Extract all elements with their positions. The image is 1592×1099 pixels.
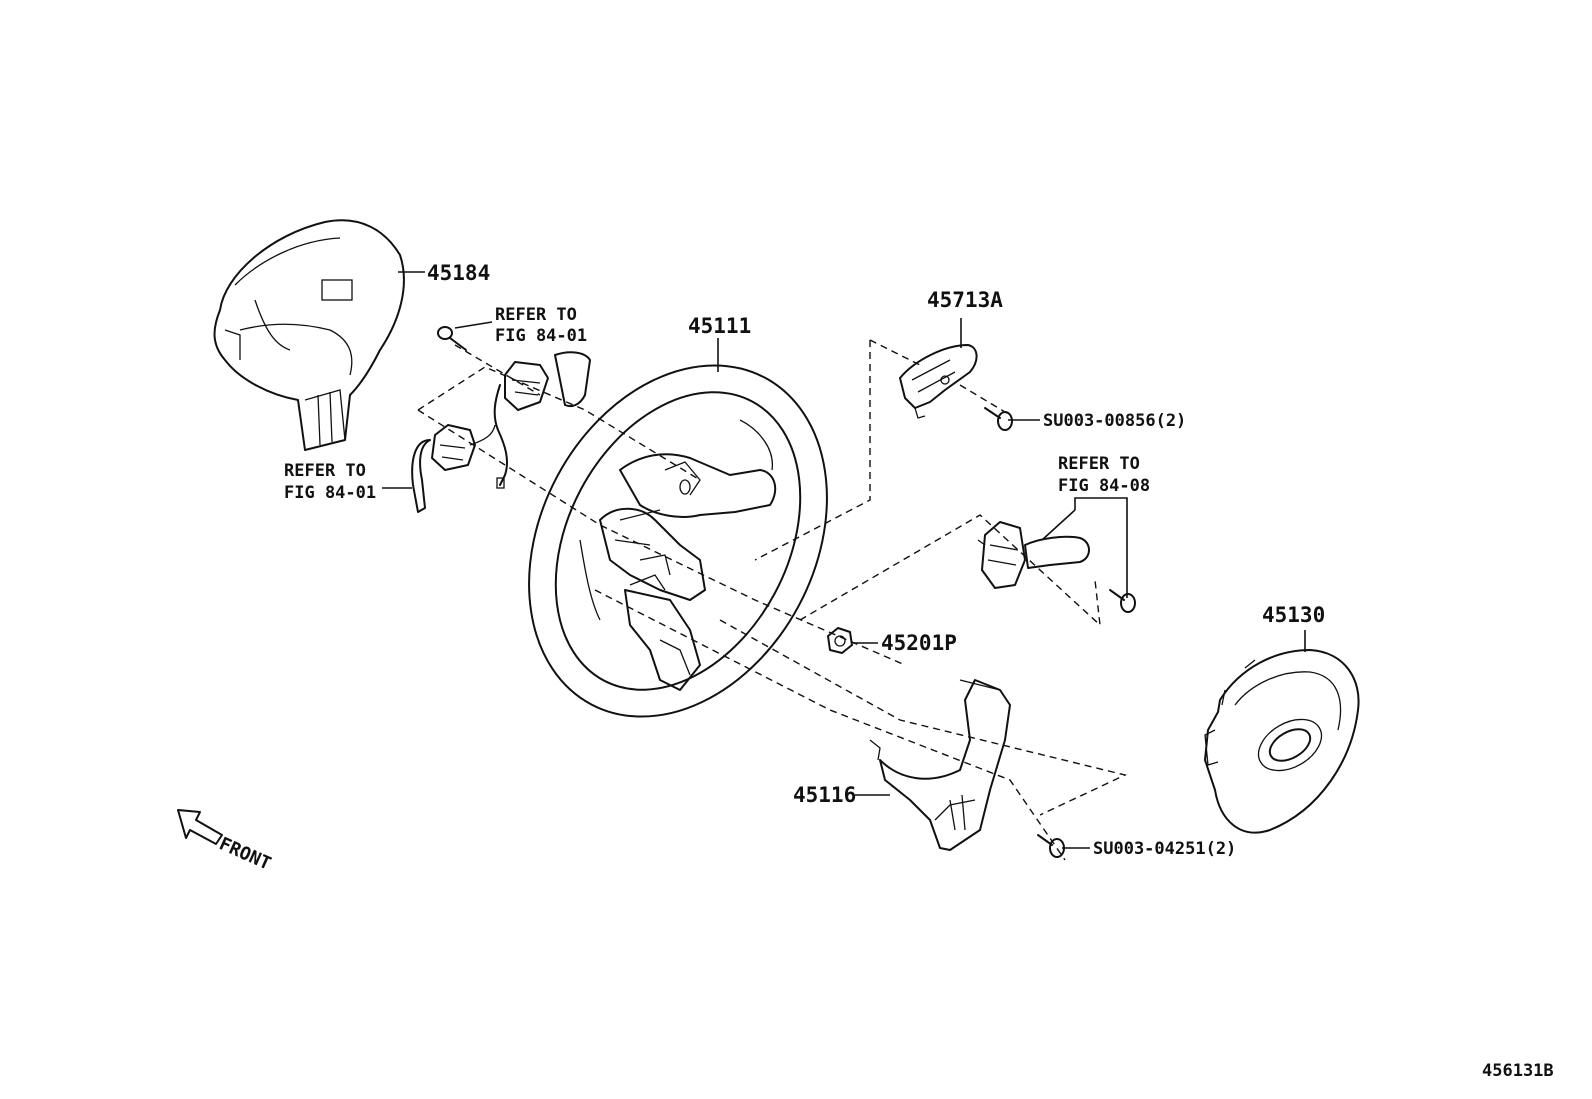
front-direction-label: FRONT [216, 833, 274, 874]
refer-note-2-line2: FIG 84-01 [284, 483, 376, 503]
lower-spoke-cover-45116 [869, 679, 1011, 851]
steering-wheel-45111 [528, 364, 828, 718]
bolt-icon [984, 407, 1013, 431]
bolt-icon [1109, 589, 1136, 613]
part-number-su003-04251: SU003-04251(2) [1093, 839, 1236, 859]
part-number-45116: 45116 [793, 783, 856, 807]
nut-icon [827, 627, 853, 654]
assembly-dash-lines [417, 339, 1128, 861]
refer-note-1-line2: FIG 84-01 [495, 326, 587, 346]
paddle-switch-assembly [411, 326, 591, 513]
part-number-45713A: 45713A [927, 288, 1003, 312]
part-number-su003-00856: SU003-00856(2) [1043, 411, 1186, 431]
horn-pad-45130 [1204, 649, 1360, 834]
diagram-code: 456131B [1482, 1061, 1554, 1081]
part-number-45201P: 45201P [881, 631, 957, 655]
leader-lines [382, 271, 1306, 849]
refer-note-2-line1: REFER TO [284, 461, 366, 481]
part-number-45111: 45111 [688, 314, 751, 338]
lower-steering-cover-45184 [213, 219, 405, 451]
refer-note-1-line1: REFER TO [495, 305, 577, 325]
part-number-45130: 45130 [1262, 603, 1325, 627]
refer-note-3-line2: FIG 84-08 [1058, 476, 1150, 496]
screw-icon [437, 326, 467, 351]
part-number-45184: 45184 [427, 261, 490, 285]
horn-bracket-45713A [899, 344, 978, 419]
refer-note-3-line1: REFER TO [1058, 454, 1140, 474]
cruise-control-switch [977, 521, 1090, 589]
front-arrow-icon [177, 809, 223, 845]
